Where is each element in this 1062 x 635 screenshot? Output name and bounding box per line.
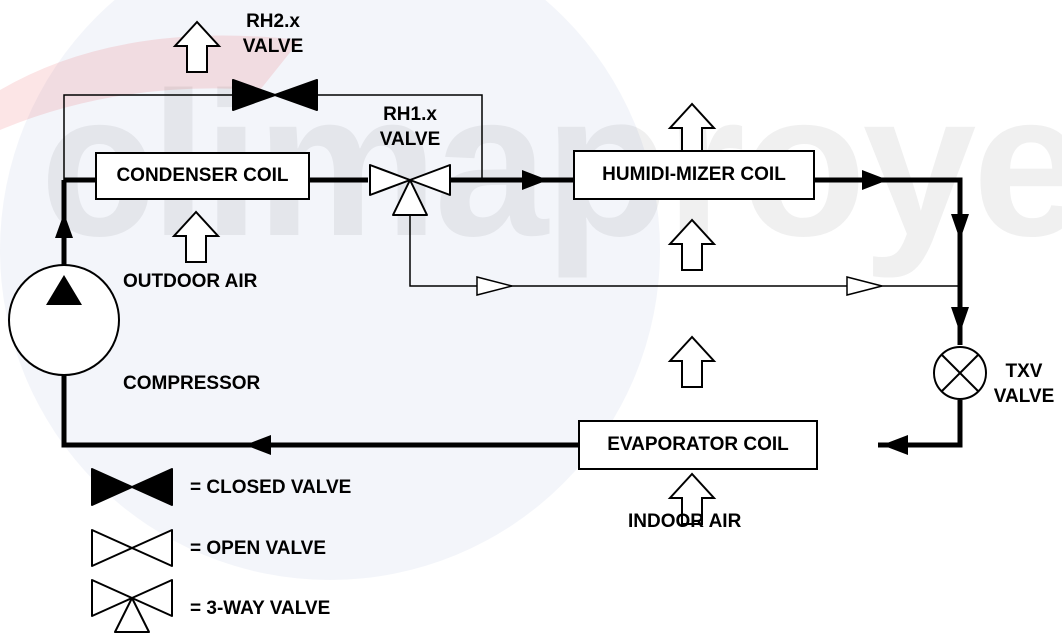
humidimizer-coil-box: HUMIDI-MIZER COIL [573, 150, 815, 200]
humidimizer-coil-label: HUMIDI-MIZER COIL [602, 164, 786, 185]
evaporator-coil-box: EVAPORATOR COIL [578, 420, 818, 470]
legend-closed-valve-text: = CLOSED VALVE [190, 477, 352, 498]
txv-label-line1: TXV [1005, 361, 1043, 382]
flow-arrow-left-to-compressor [245, 435, 271, 455]
compressor-symbol [8, 264, 120, 376]
rh2-label-line1: RH2.x [246, 11, 300, 32]
flow-arrow-up-left [55, 213, 73, 238]
airflow-arrow-evaporator-top [667, 335, 717, 388]
rh2-label-line2: VALVE [242, 36, 304, 57]
airflow-arrow-indoor [667, 472, 717, 525]
airflow-arrow-outdoor [171, 210, 221, 263]
flow-arrow-down-right-1 [951, 214, 969, 240]
rh1-label-line1: RH1.x [383, 104, 437, 125]
txv-label-line2: VALVE [993, 386, 1055, 407]
reheat-arrow-1 [476, 276, 513, 296]
watermark-swoosh [0, 35, 300, 130]
flow-arrow-down-right-2 [951, 307, 969, 333]
rh1-label-line2: VALVE [379, 129, 441, 150]
condenser-coil-label: CONDENSER COIL [116, 165, 289, 186]
legend-3way-valve-text: = 3-WAY VALVE [190, 598, 331, 619]
flow-arrow-left-to-evaporator [882, 435, 908, 455]
rh2-valve-closed [232, 79, 318, 111]
outdoor-air-label: OUTDOOR AIR [123, 271, 258, 292]
reheat-line [409, 215, 960, 287]
reheat-arrow-2 [846, 276, 883, 296]
legend-3way-valve-icon [91, 579, 173, 633]
condenser-coil-box: CONDENSER COIL [95, 152, 310, 200]
legend-open-valve-text: = OPEN VALVE [190, 538, 327, 559]
indoor-air-label: INDOOR AIR [628, 511, 742, 532]
airflow-arrow-humidimizer-top [667, 102, 717, 155]
evaporator-coil-label: EVAPORATOR COIL [607, 434, 789, 455]
flow-arrow-right-from-humidimizer [862, 170, 888, 190]
rh1-three-way-valve [369, 164, 451, 216]
airflow-arrow-humidimizer-bottom [667, 218, 717, 271]
airflow-arrow-rh2 [172, 20, 222, 73]
txv-valve-symbol [933, 346, 987, 400]
compressor-label: COMPRESSOR [123, 373, 261, 394]
watermark-disc [0, 0, 660, 580]
flow-arrow-right-to-humidimizer [522, 170, 548, 190]
legend-open-valve-icon [91, 529, 173, 567]
main-refrigerant-line [61, 177, 963, 448]
legend-closed-valve-icon [91, 468, 173, 506]
